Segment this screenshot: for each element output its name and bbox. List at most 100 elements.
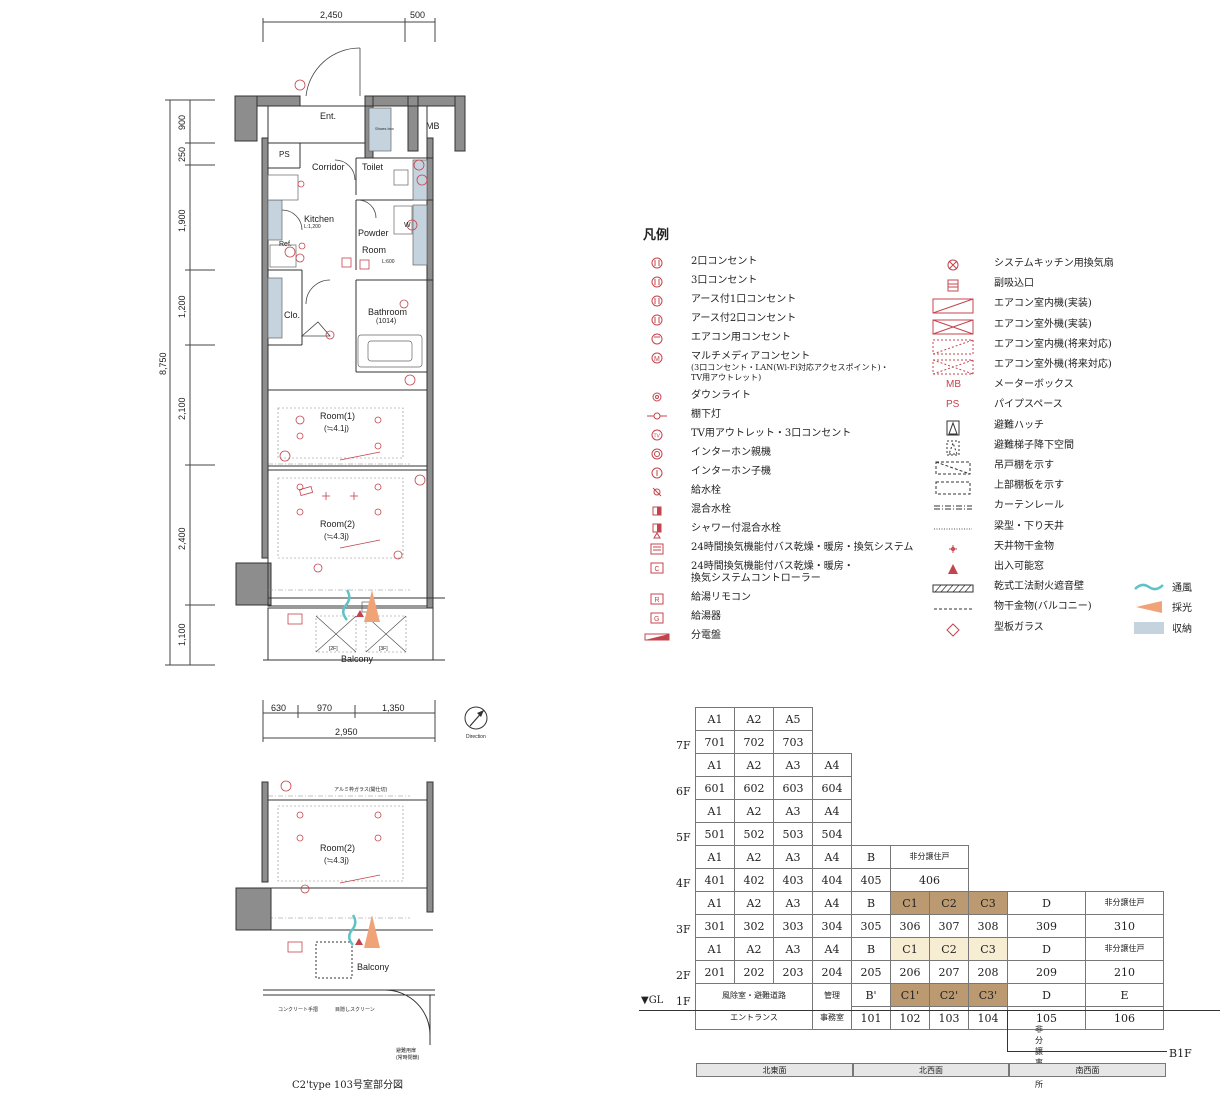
legend-text: 物干金物(バルコニー) (994, 601, 1092, 613)
legend-text-main: アース付2口コンセント (691, 313, 797, 324)
unit-cell: C1 (890, 937, 930, 961)
unit-cell: C1' (890, 983, 930, 1007)
unit-cell: 306 (890, 914, 930, 938)
room-room-sub: L:600 (382, 259, 395, 265)
balcony-label: Balcony (341, 654, 374, 664)
legend-item: 2口コンセント (643, 256, 757, 274)
legend-text: 分電盤 (691, 630, 721, 642)
curtain-rail-icon (932, 500, 974, 516)
unit-2f-label: [2F] (329, 646, 338, 652)
legend-text-main: 型板ガラス (994, 621, 1044, 633)
unit-cell: A2 (734, 753, 774, 777)
legend-text: インターホン親機 (691, 447, 771, 459)
room-room: Room (362, 245, 386, 255)
room-toilet: Toilet (362, 162, 384, 172)
unit-cell: B (851, 937, 891, 961)
water-heater-icon: G (643, 611, 673, 627)
floor-label: 3F (676, 923, 691, 936)
unit-cell: A4 (812, 799, 852, 823)
unit-cell: 308 (968, 914, 1008, 938)
unit-cell: 501 (695, 822, 735, 846)
unit-cell: A1 (695, 937, 735, 961)
unit-cell: 206 (890, 960, 930, 984)
mixing-tap-icon (643, 504, 673, 520)
legend-extra-item: 通風 (1134, 579, 1192, 594)
dim-left-2100: 2,100 (177, 397, 187, 420)
legend-text: TV用アウトレット・3口コンセント (691, 428, 851, 440)
room1-area: (≒4.1j) (324, 424, 349, 433)
unit-cell: 406 (890, 868, 969, 892)
unit-cell: A1 (695, 891, 735, 915)
legend-text: エアコン室内機(将来対応) (994, 339, 1112, 351)
unit-cell: A2 (734, 845, 774, 869)
floor-label: 6F (676, 785, 691, 798)
partial-note-concrete: コンクリート手摺 (278, 1006, 318, 1013)
unit-cell: 402 (734, 868, 774, 892)
room-ref: Ref. (279, 241, 292, 248)
dim-bottom-970: 970 (317, 703, 332, 713)
legend-item: 3口コンセント (643, 275, 757, 293)
multimedia-outlet-icon: M (643, 351, 673, 367)
unit-cell: C3' (968, 983, 1008, 1007)
legend-item: 型板ガラス (932, 622, 1044, 640)
legend-text-main: 梁型・下り天井 (994, 520, 1064, 532)
legend-text-main: 混合水栓 (691, 504, 731, 515)
unit-cell: 210 (1085, 960, 1164, 984)
legend-item: インターホン親機 (643, 447, 771, 465)
legend-text-main: TV用アウトレット・3口コンセント (691, 428, 852, 439)
unit-cell: E (1085, 983, 1164, 1007)
legend-text: エアコン室外機(実装) (994, 319, 1092, 331)
unit-cell: A4 (812, 937, 852, 961)
legend-item: 乾式工法耐火遮音壁 (932, 581, 1084, 599)
unit-cell: A2 (734, 937, 774, 961)
under-shelf-light-icon (643, 409, 673, 425)
legend-extra-text: 収納 (1172, 624, 1192, 635)
legend-text-main: 出入可能窓 (994, 561, 1044, 572)
floor-label: 5F (676, 831, 691, 844)
legend-abbrev-label: PS (946, 399, 960, 411)
floor-label: 1F (676, 995, 691, 1008)
legend-text-main: シャワー付混合水栓 (691, 523, 781, 534)
legend-text-main: 棚下灯 (691, 409, 721, 420)
legend-abbrev-label: MB (946, 379, 961, 391)
ground-level-label: ▼GL (641, 995, 664, 1006)
legend-item: アース付2口コンセント (643, 313, 796, 331)
outlet-3-icon (643, 275, 673, 291)
legend-text-sub: (3口コンセント・LAN(Wi-Fi対応アクセスポイント)・ (691, 363, 889, 372)
unit-cell: C2 (929, 937, 969, 961)
unit-cell: A4 (812, 753, 852, 777)
unit-cell: A1 (695, 845, 735, 869)
unit-cell: 301 (695, 914, 735, 938)
legend-text: 2口コンセント (691, 256, 757, 268)
floor-plan: 2,450 500 900 250 1,900 1,200 2,100 2,40… (158, 10, 488, 1061)
dim-left-2400: 2,400 (177, 527, 187, 550)
legend-text: エアコン室内機(実装) (994, 298, 1092, 310)
legend-item: エアコン室外機(実装) (932, 319, 1092, 337)
legend-text: 3口コンセント (691, 275, 757, 287)
legend-text: 給水栓 (691, 485, 721, 497)
legend-text-main: 3口コンセント (691, 275, 758, 286)
legend-text: 梁型・下り天井 (994, 521, 1064, 533)
legend-text: 上部棚板を示す (994, 480, 1064, 492)
legend-text-main: 乾式工法耐火遮音壁 (994, 581, 1084, 593)
dim-left-900: 900 (177, 115, 187, 130)
hot-water-remote-icon: R (643, 592, 673, 608)
dim-bottom-1350: 1,350 (382, 703, 405, 713)
unit-cell: 404 (812, 868, 852, 892)
unit-cell: A3 (773, 845, 813, 869)
legend-item: エアコン室外機(将来対応) (932, 359, 1112, 377)
legend-text: 出入可能窓 (994, 561, 1044, 573)
unit-cell: A2 (734, 799, 774, 823)
legend-item: インターホン子機 (643, 466, 771, 484)
legend-text: 給湯器 (691, 611, 721, 623)
legend-item: エアコン室内機(将来対応) (932, 339, 1112, 357)
unit-cell: A3 (773, 937, 813, 961)
legend-item: ダウンライト (643, 390, 751, 408)
legend-title: 凡例 (643, 228, 670, 243)
distribution-board-icon (643, 630, 673, 646)
escape-ladder-icon (932, 440, 974, 456)
unit-cell: A4 (812, 845, 852, 869)
intercom-main-icon (643, 447, 673, 463)
unit-cell: 503 (773, 822, 813, 846)
